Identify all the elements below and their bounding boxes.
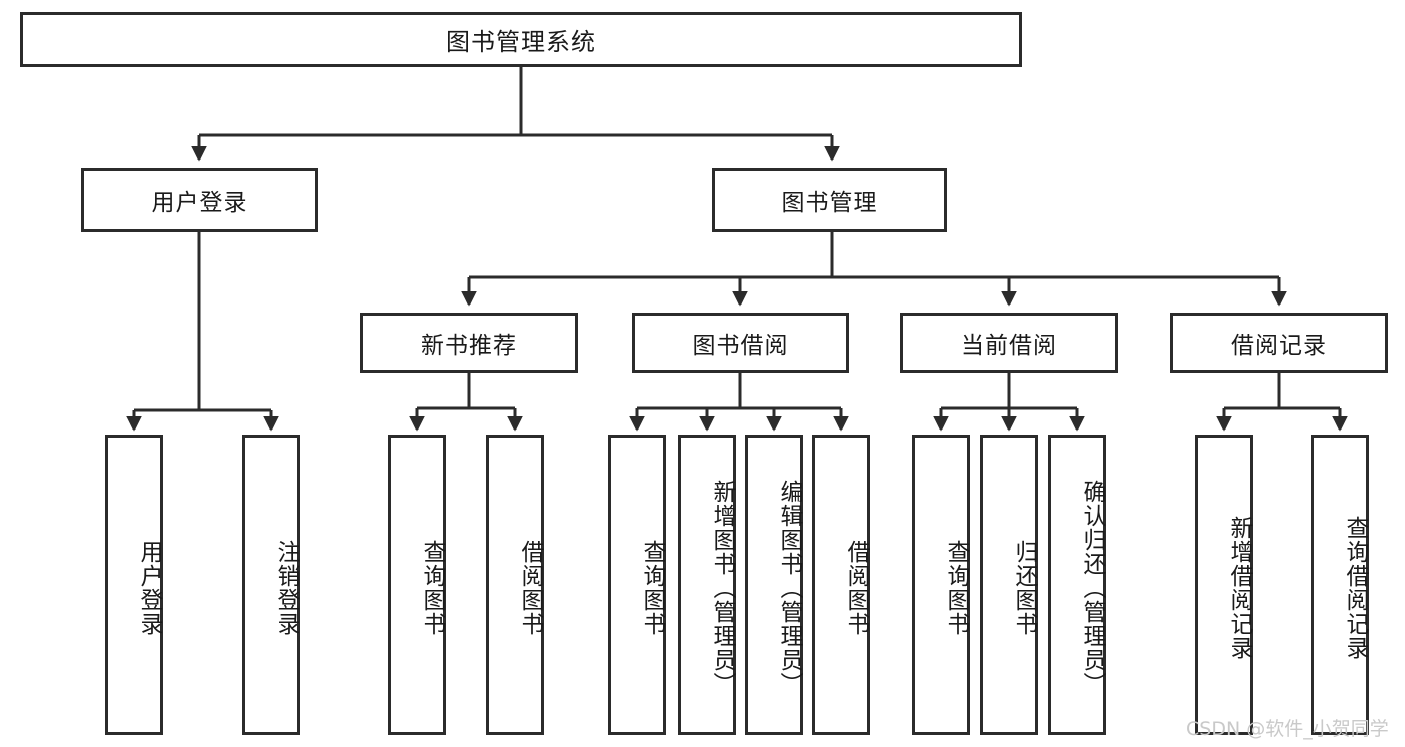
node-label: 注销登录 — [273, 540, 299, 636]
node-root-system[interactable]: 图书管理系统 — [20, 12, 1022, 67]
node-label: 编辑图书（管理员） — [776, 480, 802, 696]
csdn-watermark: CSDN @软件_小贺同学 — [1186, 718, 1389, 740]
node-user-login[interactable]: 用户登录 — [81, 168, 318, 232]
node-label: 图书借阅 — [692, 333, 789, 359]
node-label: 确认归还（管理员） — [1079, 480, 1105, 696]
leaf-record-add[interactable]: 新增借阅记录 — [1195, 435, 1253, 735]
node-book-borrow[interactable]: 图书借阅 — [632, 313, 849, 373]
leaf-borrow-query-book[interactable]: 查询图书 — [608, 435, 666, 735]
node-label: 新增借阅记录 — [1226, 516, 1252, 660]
node-new-book-recommend[interactable]: 新书推荐 — [360, 313, 578, 373]
node-label: 查询图书 — [639, 540, 665, 636]
leaf-user-login-signin[interactable]: 用户登录 — [105, 435, 163, 735]
leaf-borrow-edit-book-admin[interactable]: 编辑图书（管理员） — [745, 435, 803, 735]
node-label: 借阅图书 — [517, 540, 543, 636]
leaf-new-book-query[interactable]: 查询图书 — [388, 435, 446, 735]
node-book-management[interactable]: 图书管理 — [712, 168, 947, 232]
node-label: 当前借阅 — [961, 333, 1057, 359]
node-label: 查询借阅记录 — [1342, 516, 1368, 660]
node-label: 用户登录 — [151, 190, 248, 216]
node-label: 新增图书（管理员） — [709, 480, 735, 696]
node-label: 查询图书 — [419, 540, 445, 636]
leaf-user-login-signout[interactable]: 注销登录 — [242, 435, 300, 735]
node-label: 查询图书 — [943, 540, 969, 636]
leaf-record-query[interactable]: 查询借阅记录 — [1311, 435, 1369, 735]
leaf-current-query-book[interactable]: 查询图书 — [912, 435, 970, 735]
leaf-borrow-borrow-book[interactable]: 借阅图书 — [812, 435, 870, 735]
node-label: 借阅图书 — [843, 540, 869, 636]
node-current-borrow[interactable]: 当前借阅 — [900, 313, 1118, 373]
node-borrow-record[interactable]: 借阅记录 — [1170, 313, 1388, 373]
leaf-current-return-book[interactable]: 归还图书 — [980, 435, 1038, 735]
leaf-new-book-borrow[interactable]: 借阅图书 — [486, 435, 544, 735]
node-label: 借阅记录 — [1231, 333, 1327, 359]
leaf-borrow-add-book-admin[interactable]: 新增图书（管理员） — [678, 435, 736, 735]
node-label: 用户登录 — [136, 540, 162, 636]
leaf-current-confirm-return-admin[interactable]: 确认归还（管理员） — [1048, 435, 1106, 735]
node-label: 新书推荐 — [421, 333, 517, 359]
node-label: 图书管理系统 — [446, 28, 596, 56]
node-label: 归还图书 — [1011, 540, 1037, 636]
node-label: 图书管理 — [781, 190, 878, 216]
